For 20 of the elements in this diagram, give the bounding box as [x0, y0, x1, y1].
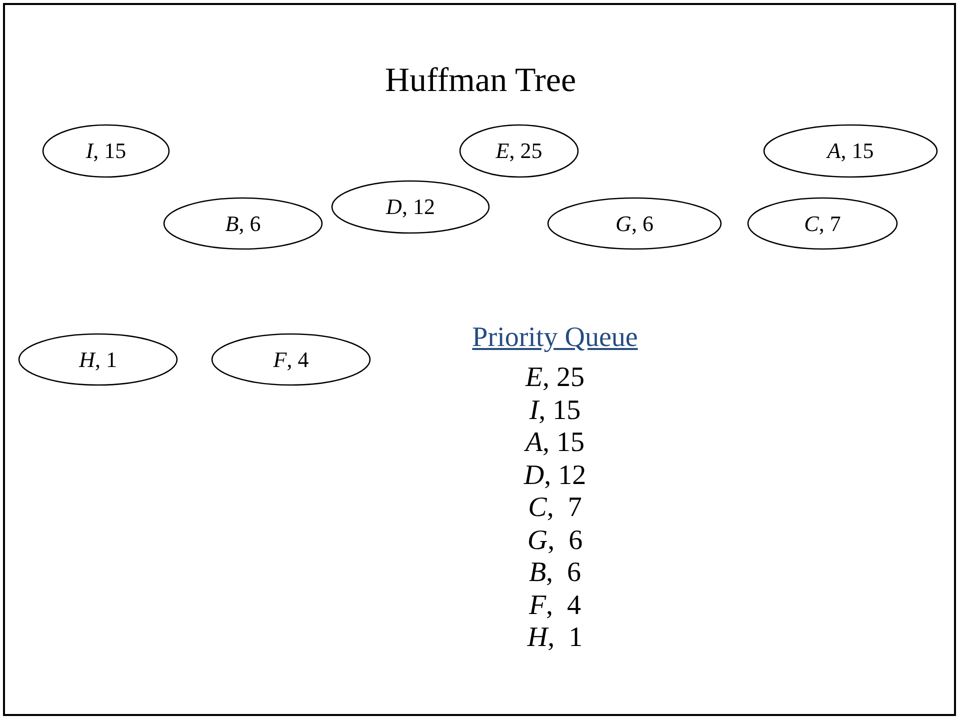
- node-label: E, 25: [496, 138, 542, 164]
- node-label: I, 15: [86, 138, 126, 164]
- queue-entry: D, 12: [522, 460, 588, 492]
- node-label: C, 7: [804, 210, 841, 236]
- queue-entry: A, 15: [523, 427, 586, 459]
- queue-entry: E, 25: [524, 362, 586, 394]
- queue-heading: Priority Queue: [471, 322, 639, 354]
- queue-entry: C, 7: [527, 492, 583, 524]
- queue-entry: I, 15: [528, 394, 582, 426]
- queue-entry: H, 1: [526, 622, 584, 654]
- queue-entry: F, 4: [528, 590, 582, 622]
- node-label: G, 6: [616, 210, 654, 236]
- queue-entry: G, 6: [526, 524, 584, 556]
- node-label: B, 6: [225, 210, 261, 236]
- diagram-title: Huffman Tree: [384, 62, 578, 100]
- queue-entry: B, 6: [528, 557, 582, 589]
- node-label: H, 1: [79, 346, 117, 372]
- node-label: D, 12: [386, 194, 435, 220]
- node-label: F, 4: [273, 346, 309, 372]
- node-label: A, 15: [827, 138, 874, 164]
